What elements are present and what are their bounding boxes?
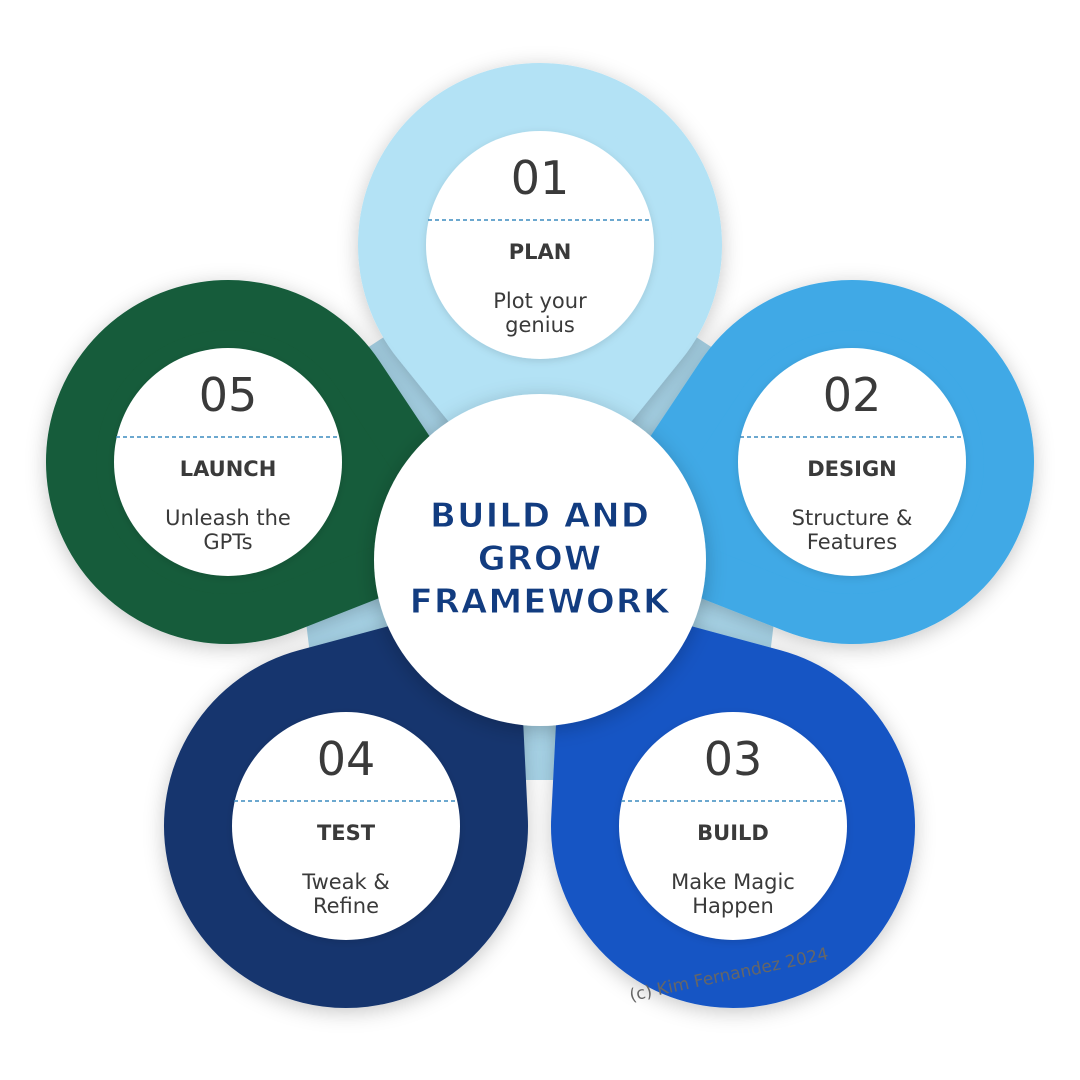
step-launch-title: LAUNCH: [180, 457, 277, 481]
step-design-number: 02: [823, 368, 882, 422]
center-hub: BUILD AND GROW FRAMEWORK: [374, 394, 706, 726]
step-launch-number: 05: [199, 368, 258, 422]
step-build: 03 BUILD Make Magic Happen: [551, 598, 915, 1008]
center-title-line2: GROW: [478, 539, 603, 579]
step-test-number: 04: [317, 732, 376, 786]
step-launch: 05 LAUNCH Unleash the GPTs: [46, 280, 492, 644]
center-title-line1: BUILD AND: [430, 496, 650, 536]
step-design: 02 DESIGN Structure & Features: [588, 280, 1034, 644]
step-design-inner-circle: [738, 348, 966, 576]
center-circle: [374, 394, 706, 726]
step-build-title: BUILD: [697, 821, 769, 845]
step-build-desc-line1: Make Magic: [671, 870, 795, 894]
step-test-title: TEST: [317, 821, 376, 845]
step-design-desc-line2: Features: [807, 530, 897, 554]
step-plan-title: PLAN: [509, 240, 572, 264]
step-test: 04 TEST Tweak & Refine: [164, 599, 528, 1008]
step-build-desc-line2: Happen: [692, 894, 774, 918]
step-test-inner-circle: [232, 712, 460, 940]
step-build-inner-circle: [619, 712, 847, 940]
step-build-number: 03: [704, 732, 763, 786]
step-design-desc-line1: Structure &: [792, 506, 913, 530]
step-plan-desc-line2: genius: [505, 313, 575, 337]
step-launch-inner-circle: [114, 348, 342, 576]
step-launch-desc-line2: GPTs: [203, 530, 252, 554]
step-plan-desc-line1: Plot your: [493, 289, 587, 313]
step-design-title: DESIGN: [807, 457, 897, 481]
step-test-desc-line1: Tweak &: [301, 870, 390, 894]
step-launch-desc-line1: Unleash the: [165, 506, 291, 530]
step-test-desc-line2: Refine: [313, 894, 379, 918]
step-plan-number: 01: [511, 151, 570, 205]
center-title-line3: FRAMEWORK: [410, 582, 671, 622]
step-plan: 01 PLAN Plot your genius: [358, 63, 722, 520]
step-plan-inner-circle: [426, 131, 654, 359]
